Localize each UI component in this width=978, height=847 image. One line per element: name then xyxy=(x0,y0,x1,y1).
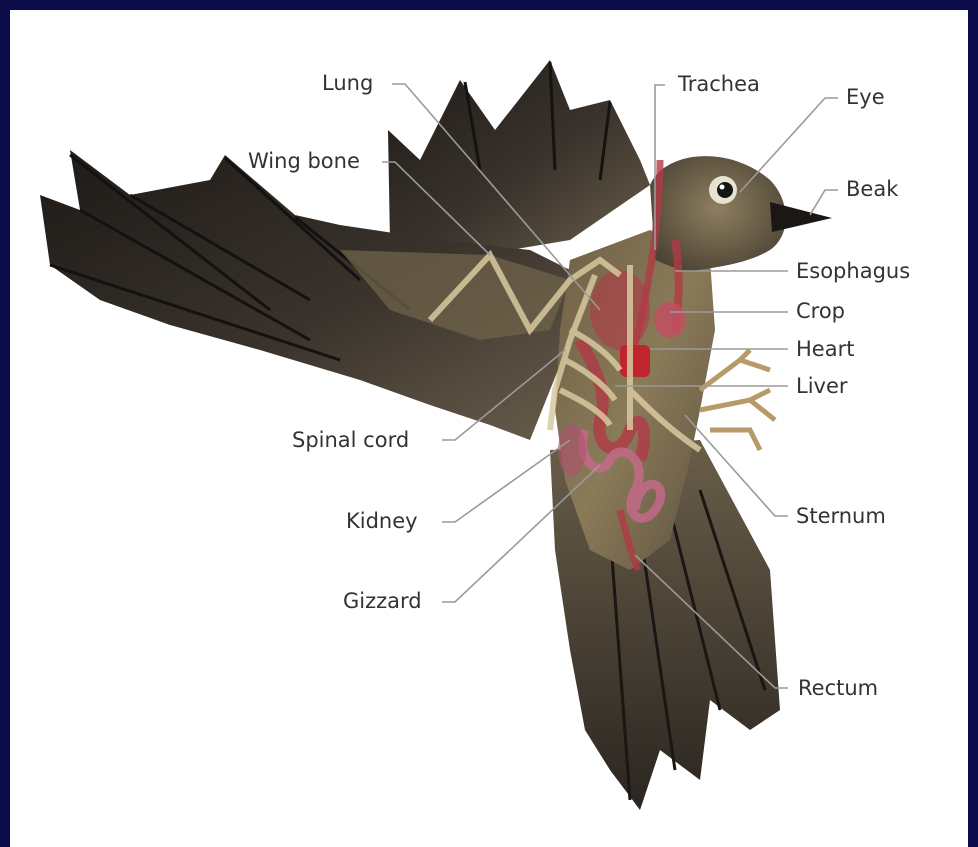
bird-feet xyxy=(700,350,775,450)
label-trachea: Trachea xyxy=(677,72,760,96)
label-heart: Heart xyxy=(796,337,854,361)
label-eye: Eye xyxy=(846,85,885,109)
label-crop: Crop xyxy=(796,299,845,323)
label-rectum: Rectum xyxy=(798,676,878,700)
label-sternum: Sternum xyxy=(796,504,886,528)
label-esophagus: Esophagus xyxy=(796,259,910,283)
bird-anatomy-diagram: Lung Wing bone Trachea Eye Beak Esophagu… xyxy=(10,10,968,847)
leader-beak xyxy=(810,190,838,215)
diagram-panel: Lung Wing bone Trachea Eye Beak Esophagu… xyxy=(10,10,968,847)
label-liver: Liver xyxy=(796,374,848,398)
label-kidney: Kidney xyxy=(346,509,418,533)
label-gizzard: Gizzard xyxy=(343,589,422,613)
far-wing xyxy=(388,60,650,255)
label-spinal-cord: Spinal cord xyxy=(292,428,409,452)
label-wing-bone: Wing bone xyxy=(248,149,360,173)
label-lung: Lung xyxy=(322,71,373,95)
label-beak: Beak xyxy=(846,177,899,201)
beak-shape xyxy=(770,202,832,232)
